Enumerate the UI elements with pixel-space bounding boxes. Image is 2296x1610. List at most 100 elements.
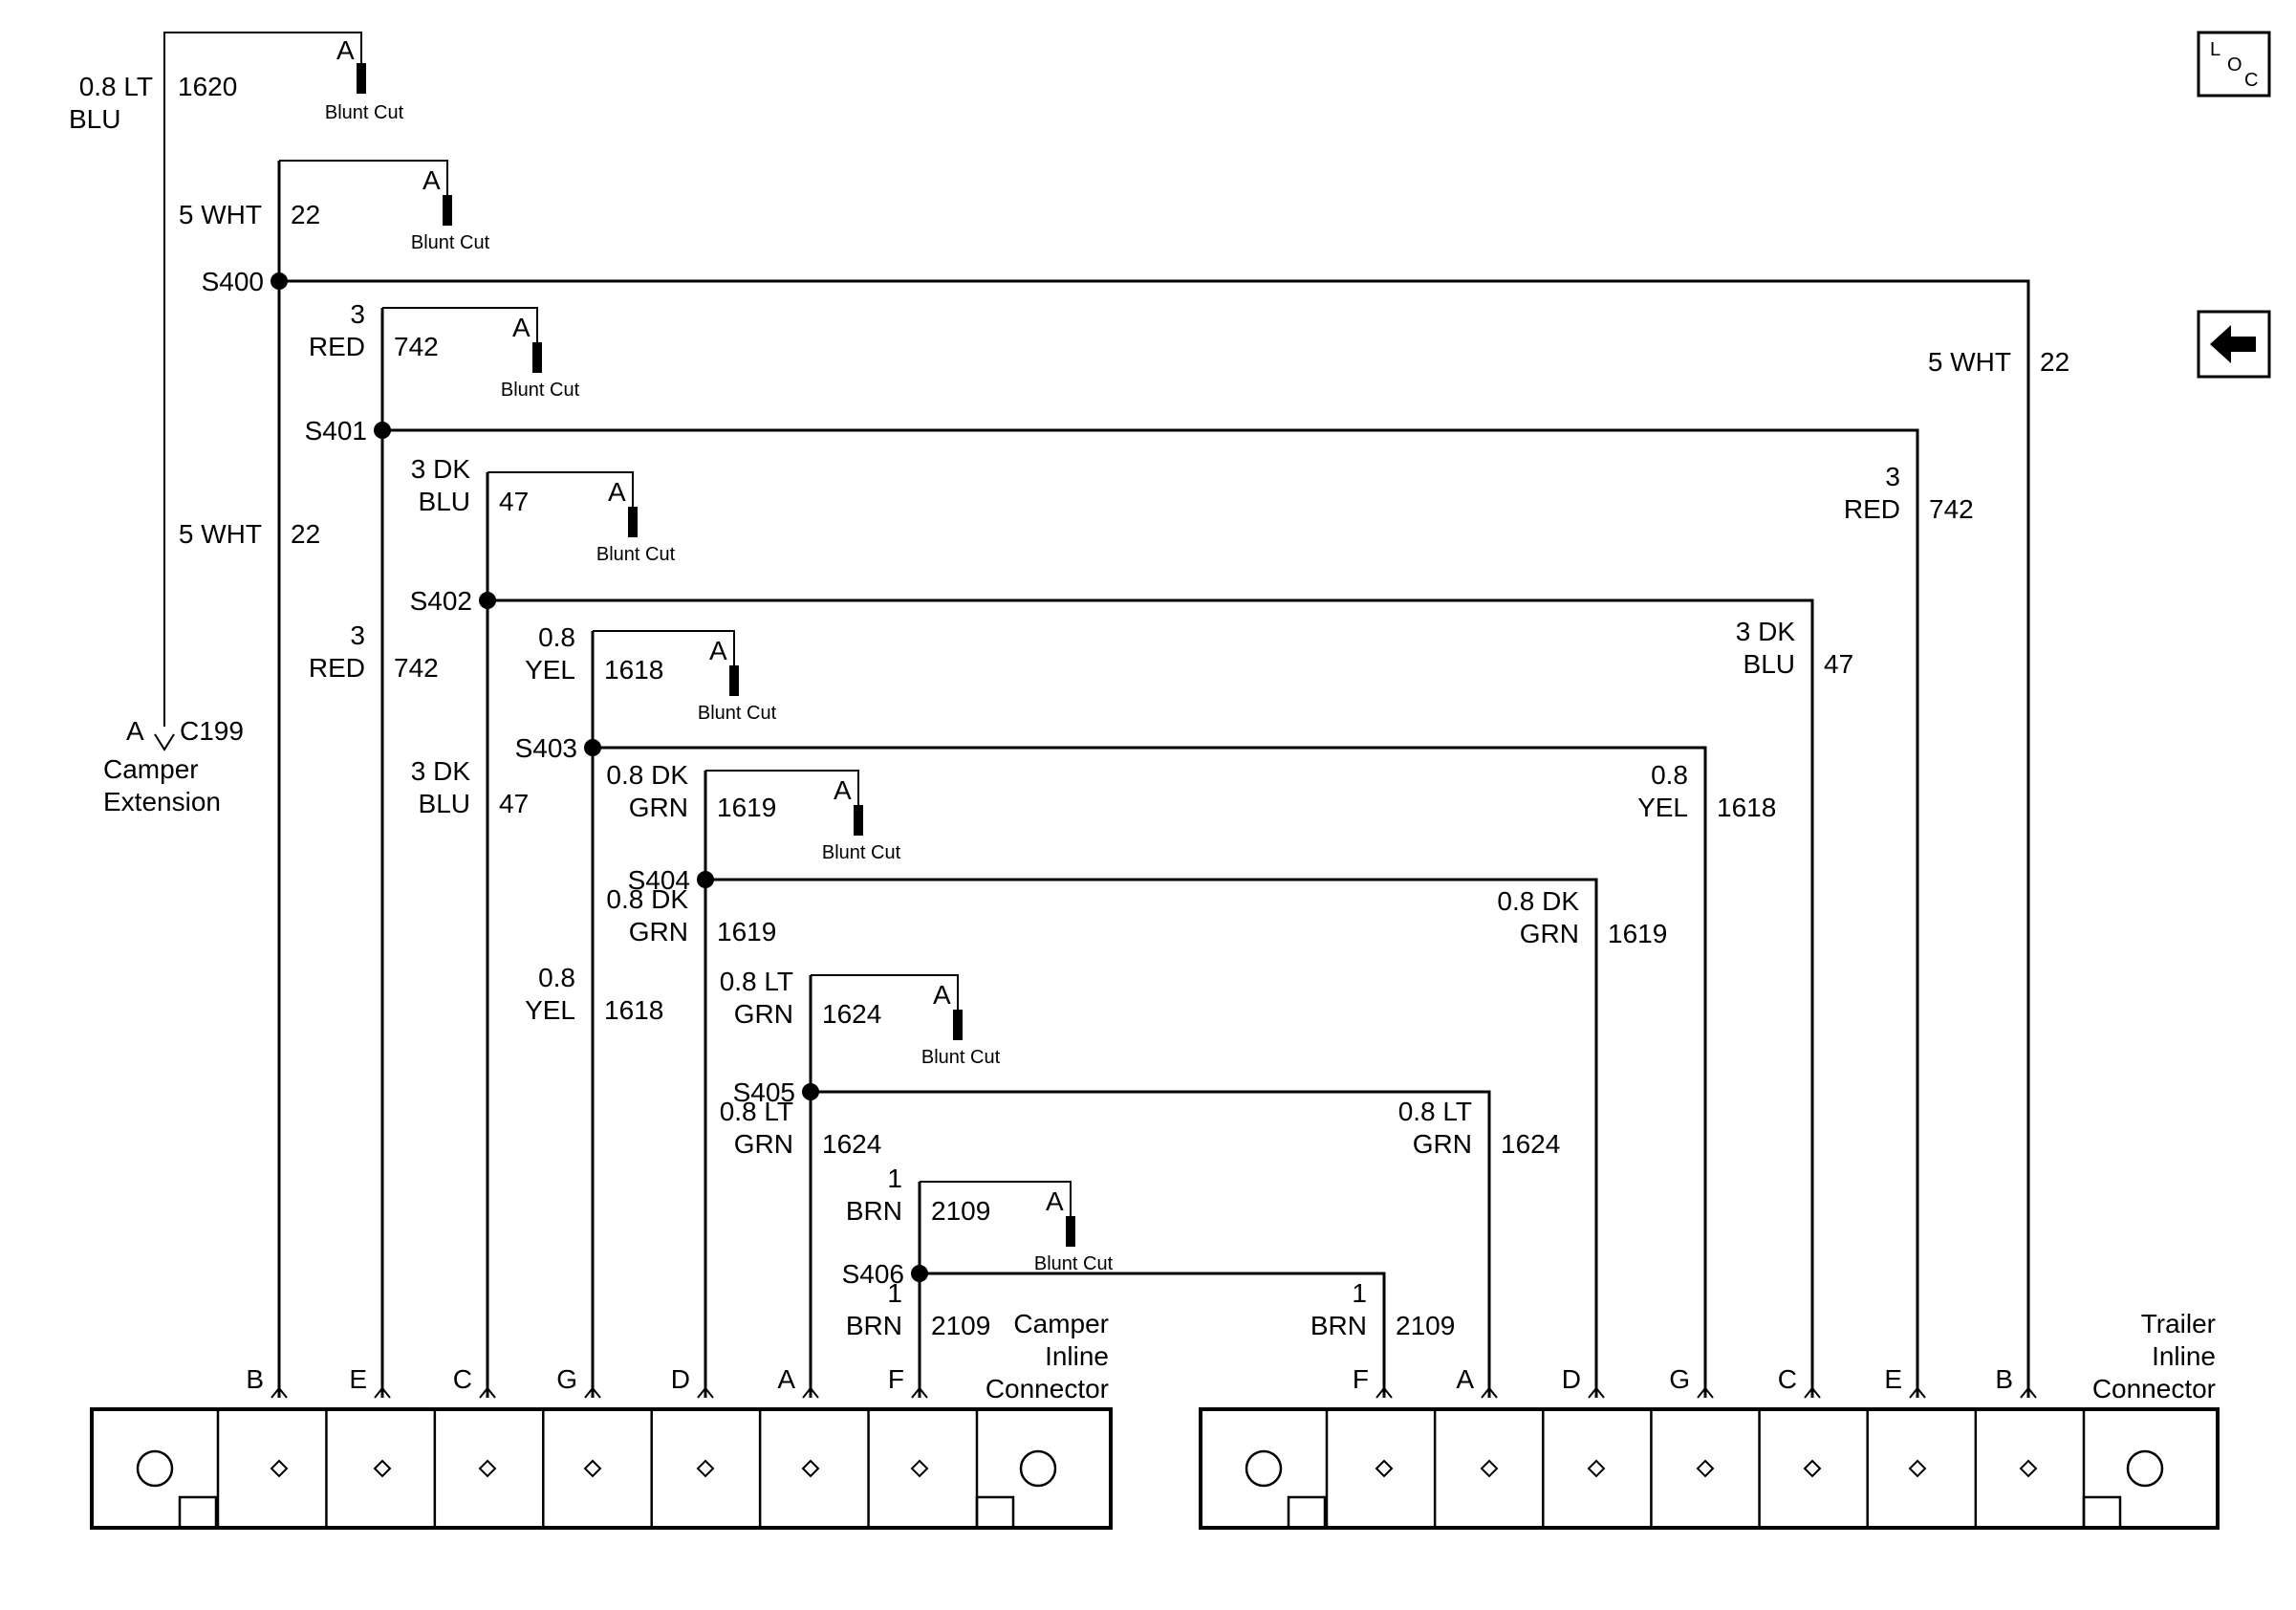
wire-circuit: 1618 <box>604 655 663 685</box>
splice-dot <box>479 592 496 609</box>
pin-letter: A <box>777 1364 795 1394</box>
wire-color: YEL <box>525 655 575 685</box>
loc-letter-l: L <box>2210 39 2220 60</box>
splice-id: S400 <box>202 267 264 296</box>
pin-terminal-icon <box>1804 1386 1821 1399</box>
wire-circuit: 1618 <box>1717 793 1776 822</box>
blunt-cut-wire <box>487 471 634 511</box>
wire-gauge: 0.8 <box>538 963 575 992</box>
wire-color: GRN <box>734 999 793 1029</box>
splice-id: S404 <box>628 865 690 895</box>
wire-gauge: 1 <box>887 1164 902 1193</box>
pin-letter: G <box>556 1364 577 1394</box>
pin-socket-icon <box>1803 1459 1822 1478</box>
pin-terminal-icon <box>2020 1386 2037 1399</box>
wire-color: YEL <box>1637 793 1688 822</box>
pin-letter: B <box>1995 1364 2013 1394</box>
pin-socket-icon <box>270 1459 289 1478</box>
loc-letter-o: O <box>2227 54 2242 76</box>
pin-socket-icon <box>2019 1459 2038 1478</box>
lead-arrow-icon <box>154 733 175 751</box>
pin-socket-icon <box>478 1459 497 1478</box>
blunt-cut-stub <box>1066 1216 1075 1247</box>
wire-circuit: 22 <box>291 200 320 229</box>
nav-arrow-shape <box>2210 325 2256 363</box>
wire-color: BLU <box>419 487 470 516</box>
wire-color: GRN <box>629 793 688 822</box>
wire-color: BRN <box>846 1311 902 1340</box>
pin-terminal-icon <box>802 1386 819 1399</box>
left-arrow-icon <box>2197 310 2271 379</box>
connector-title-2: Inline <box>1045 1341 1109 1371</box>
blunt-cut-wire <box>920 1181 1072 1220</box>
wire-gauge: 1 <box>887 1278 902 1308</box>
blunt-cut-pin: A <box>608 477 626 507</box>
pin-letter: E <box>1884 1364 1902 1394</box>
wire-circuit: 1624 <box>822 1129 881 1159</box>
pin-socket-icon <box>910 1459 929 1478</box>
wire-color: RED <box>1844 494 1900 524</box>
pin-terminal-icon <box>697 1386 714 1399</box>
icons: LOC <box>2197 31 2271 379</box>
wire-circuit: 1619 <box>1608 919 1667 948</box>
lead-pin: A <box>126 716 144 746</box>
blunt-cut-label: Blunt Cut <box>822 842 901 863</box>
wire-gauge: 5 WHT <box>1928 347 2011 377</box>
mount-hole-icon <box>1019 1449 1057 1488</box>
pin-terminal-icon <box>271 1386 288 1399</box>
mount-hole-icon <box>2126 1449 2164 1488</box>
pin-letter: F <box>888 1364 904 1394</box>
wire-circuit: 742 <box>394 332 439 361</box>
splice-right-wire <box>487 598 1814 1398</box>
blunt-cut-pin: A <box>1046 1186 1064 1216</box>
blunt-cut-stub <box>729 665 739 696</box>
splice-id: S403 <box>515 733 577 763</box>
wire-gauge: 5 WHT <box>179 519 262 549</box>
pin-letter: C <box>453 1364 472 1394</box>
pin-socket-icon <box>583 1459 602 1478</box>
pin-letter: C <box>1778 1364 1797 1394</box>
mount-hole-icon <box>1245 1449 1283 1488</box>
connector-title-3: Connector <box>2092 1374 2216 1403</box>
blunt-cut-wire <box>705 770 859 809</box>
splice-s400: A Blunt Cut <box>271 160 2030 1398</box>
pin-socket-icon <box>1480 1459 1499 1478</box>
splice-s401: A Blunt Cut <box>374 307 1919 1398</box>
pin-socket-icon <box>1587 1459 1606 1478</box>
blunt-cut-label: Blunt Cut <box>698 703 777 724</box>
wire-circuit: 1619 <box>717 917 776 946</box>
wire-gauge: 0.8 DK <box>606 884 688 914</box>
lead-1620-stub <box>357 63 366 94</box>
wire-gauge: 0.8 <box>1651 760 1688 790</box>
splice-id: S405 <box>733 1077 795 1107</box>
blunt-cut-pin: A <box>422 165 441 195</box>
loc-icon-frame <box>2197 31 2271 98</box>
pin-letter: B <box>246 1364 264 1394</box>
wire-circuit: 1624 <box>822 999 881 1029</box>
connector-title-3: Connector <box>986 1374 1109 1403</box>
wire-gauge: 3 <box>1885 462 1900 491</box>
blunt-cut-stub <box>443 195 452 226</box>
lead-1620-blunt-pin: A <box>336 35 355 65</box>
wire-gauge: 0.8 DK <box>1497 886 1579 916</box>
blunt-cut-wire <box>593 630 735 669</box>
pin-terminal-icon <box>1481 1386 1498 1399</box>
blunt-cut-pin: A <box>512 313 531 342</box>
